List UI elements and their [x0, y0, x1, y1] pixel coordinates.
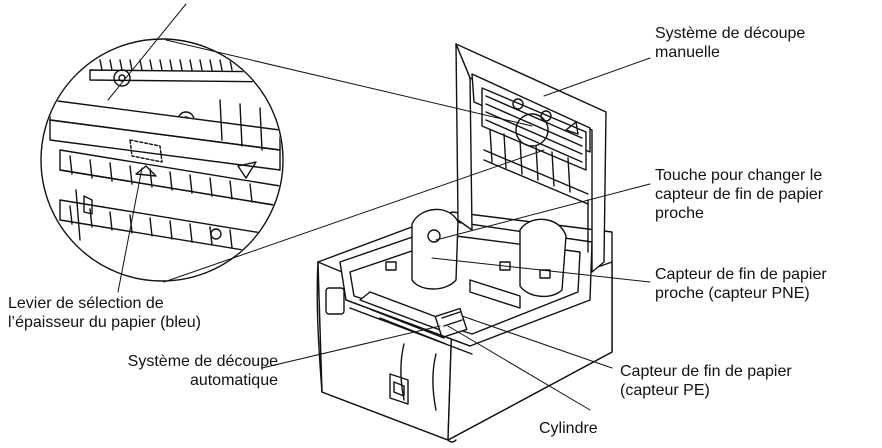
leader-auto-cutter — [261, 325, 441, 369]
label-thickness-lever-line2: l’épaisseur du papier (bleu) — [8, 314, 201, 331]
label-manual-cutter-line1: Système de découpe — [655, 25, 806, 42]
leader-lines — [107, 3, 651, 411]
open-cover — [455, 43, 607, 273]
label-pne-switch-line2: capteur de fin de papier — [655, 186, 824, 203]
label-pne-sensor: Capteur de fin de papier proche (capteur… — [655, 265, 827, 303]
printer-body — [316, 208, 613, 443]
label-thickness-lever: Levier de sélection de l’épaisseur du pa… — [8, 294, 201, 332]
label-auto-cutter-line2: automatique — [189, 372, 278, 389]
label-pne-sensor-line2: proche (capteur PNE) — [655, 285, 810, 302]
label-pne-sensor-line1: Capteur de fin de papier — [655, 266, 827, 283]
label-thickness-lever-line1: Levier de sélection de — [8, 295, 164, 312]
leader-pe-sensor — [461, 315, 613, 369]
label-manual-cutter-line2: manuelle — [655, 44, 720, 61]
magnified-inset — [40, 38, 549, 283]
leader-pne-sensor — [431, 257, 651, 283]
label-pe-sensor-line2: (capteur PE) — [620, 382, 710, 399]
label-auto-cutter-line1: Système de découpe — [127, 353, 278, 370]
label-pne-switch: Touche pour changer le capteur de fin de… — [655, 166, 823, 223]
leader-platen — [447, 325, 591, 411]
leader-top-inset — [107, 3, 187, 101]
leader-thickness-lever — [117, 167, 143, 293]
label-auto-cutter: Système de découpe automatique — [80, 352, 278, 390]
leader-pne-switch — [435, 183, 651, 241]
label-pne-switch-line3: proche — [655, 205, 704, 222]
label-manual-cutter: Système de découpe manuelle — [655, 24, 805, 62]
leader-manual-cutter — [543, 57, 651, 97]
label-pe-sensor: Capteur de fin de papier (capteur PE) — [620, 362, 792, 400]
label-pe-sensor-line1: Capteur de fin de papier — [620, 363, 792, 380]
label-platen-line1: Cylindre — [539, 420, 598, 437]
label-pne-switch-line1: Touche pour changer le — [655, 167, 823, 184]
label-platen: Cylindre — [539, 419, 598, 438]
